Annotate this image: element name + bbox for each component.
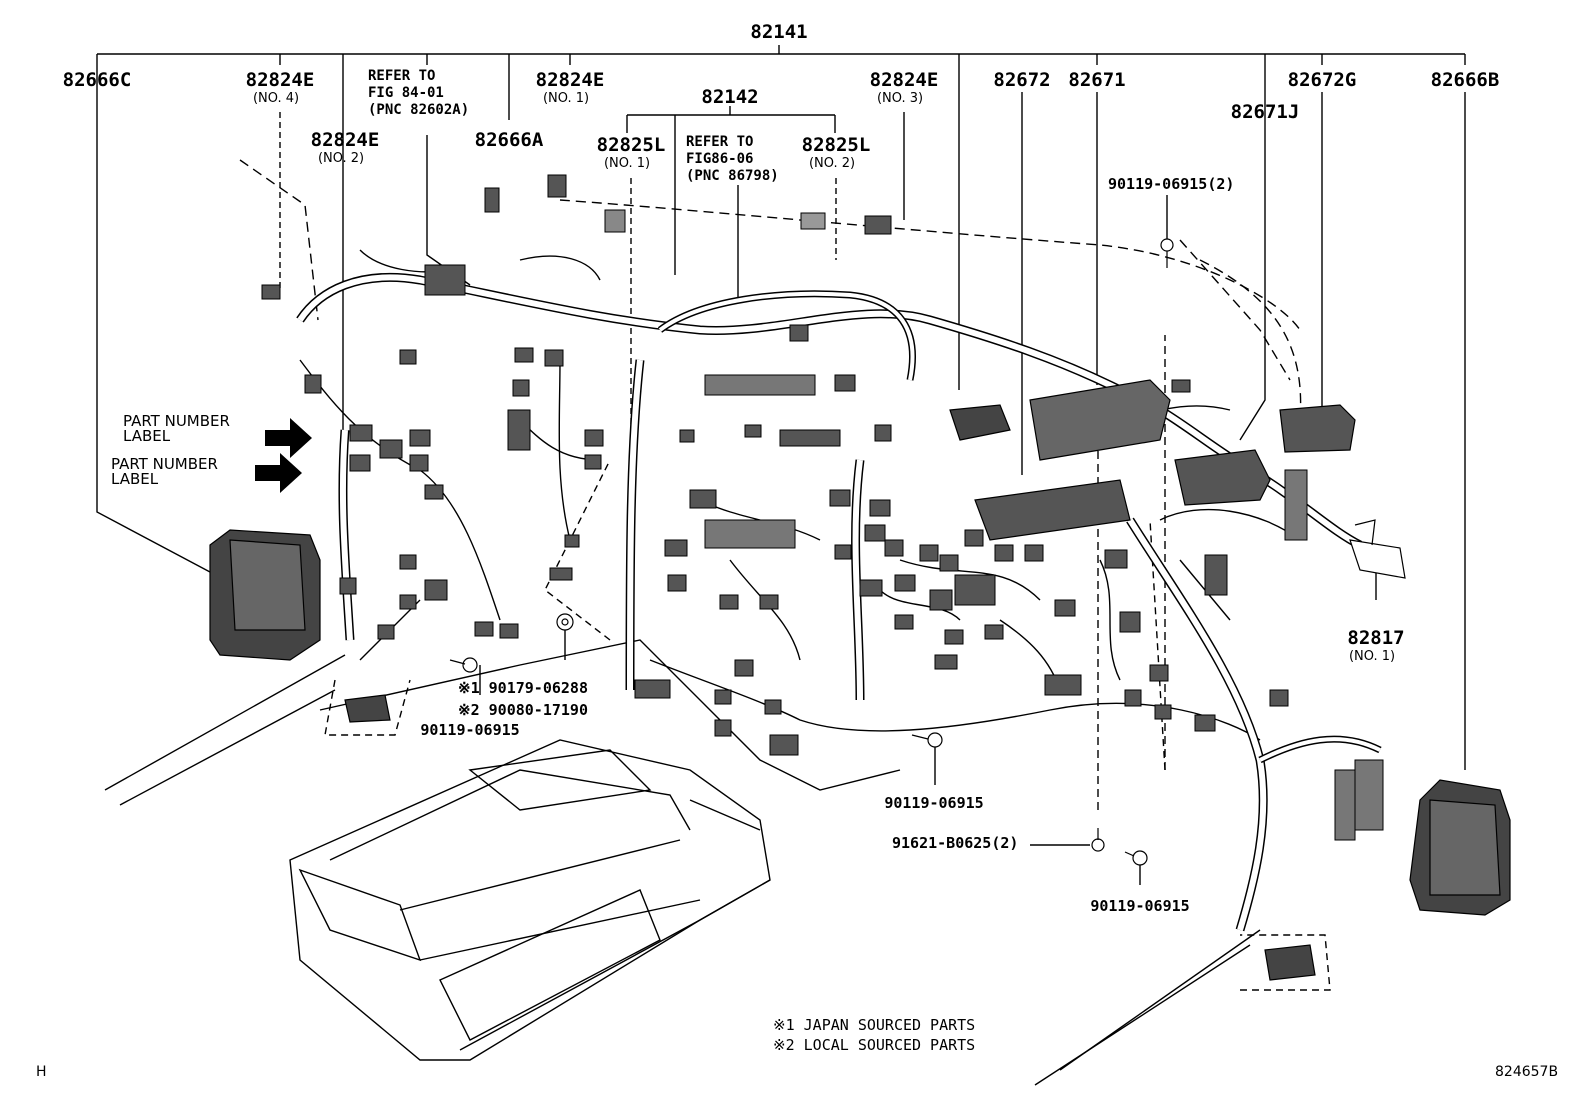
label-82666b[interactable]: 82666B xyxy=(1430,69,1500,91)
arrow-icon-part-label-2 xyxy=(255,453,302,493)
label-82666c[interactable]: 82666C xyxy=(62,69,132,91)
label-90119-06915-left[interactable]: 90119-06915 xyxy=(420,721,520,739)
label-japan-local-bolts[interactable]: ※1 90179-06288 ※2 90080-17190 xyxy=(458,679,588,719)
label-90119-06915-2-top[interactable]: 90119-06915(2) xyxy=(1108,175,1235,193)
label-82824e-no3[interactable]: 82824E xyxy=(869,69,939,91)
corner-mark: H xyxy=(36,1064,47,1080)
note-no1-c: (NO. 1) xyxy=(1348,649,1396,664)
note-no2-b: (NO. 2) xyxy=(808,156,856,171)
relay-block-82672 xyxy=(974,479,1131,541)
part-number-label-2: PART NUMBER LABEL xyxy=(111,455,218,488)
label-82817[interactable]: 82817 xyxy=(1347,627,1405,649)
legend-local-sourced: ※2 LOCAL SOURCED PARTS xyxy=(773,1036,976,1054)
figure-id: 824657B xyxy=(1495,1064,1559,1080)
bolt-icon-2 xyxy=(449,657,478,673)
label-82666a[interactable]: 82666A xyxy=(474,129,544,151)
label-82671j[interactable]: 82671J xyxy=(1230,101,1300,123)
bolt-icon-5 xyxy=(1124,850,1148,866)
legend-japan-sourced: ※1 JAPAN SOURCED PARTS xyxy=(773,1016,976,1034)
note-no4: (NO. 4) xyxy=(252,91,300,106)
refer-fig-84-01[interactable]: REFER TO FIG 84-01 (PNC 82602A) xyxy=(368,68,470,118)
note-no1-b: (NO. 1) xyxy=(603,156,651,171)
part-number-label-1: PART NUMBER LABEL xyxy=(123,412,230,445)
label-82824e-no2[interactable]: 82824E xyxy=(310,129,380,151)
label-90119-06915-center[interactable]: 90119-06915 xyxy=(884,794,984,812)
arrow-icon-part-label-1 xyxy=(265,418,312,458)
nut-icon xyxy=(556,613,574,631)
label-82824e-no4[interactable]: 82824E xyxy=(245,69,315,91)
leader-82666c xyxy=(96,54,211,573)
label-82671[interactable]: 82671 xyxy=(1068,69,1126,91)
bolt-icon-4 xyxy=(1091,828,1105,852)
bolt-icon-1 xyxy=(1160,238,1174,268)
label-82142[interactable]: 82142 xyxy=(701,86,759,108)
label-82825l-no1[interactable]: 82825L xyxy=(596,134,666,156)
bolt-icon-3 xyxy=(911,732,943,748)
label-82672g[interactable]: 82672G xyxy=(1287,69,1357,91)
note-no2-a: (NO. 2) xyxy=(317,151,365,166)
bracket-82672g xyxy=(1279,404,1356,453)
refer-fig86-06[interactable]: REFER TO FIG86-06 (PNC 86798) xyxy=(686,134,779,184)
relay-block-82671 xyxy=(1029,379,1171,461)
label-82141[interactable]: 82141 xyxy=(750,21,808,43)
label-82825l-no2[interactable]: 82825L xyxy=(801,134,871,156)
label-91621-b0625[interactable]: 91621-B0625(2) xyxy=(892,834,1019,852)
note-no3: (NO. 3) xyxy=(876,91,924,106)
label-82824e-no1[interactable]: 82824E xyxy=(535,69,605,91)
label-90119-06915-right[interactable]: 90119-06915 xyxy=(1090,897,1190,915)
note-no1-a: (NO. 1) xyxy=(542,91,590,106)
label-82672[interactable]: 82672 xyxy=(993,69,1051,91)
